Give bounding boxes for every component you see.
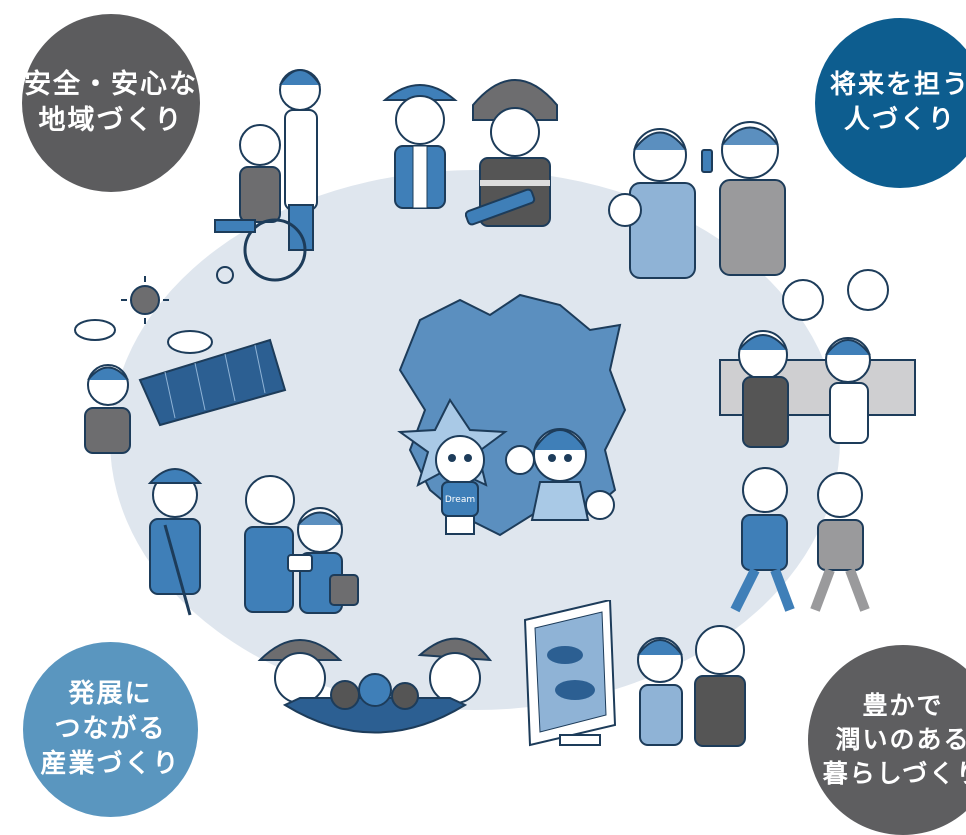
walking-seniors-illustration <box>720 455 890 615</box>
badge-line: 安全・安心な <box>24 68 198 100</box>
phone-icon <box>701 149 713 173</box>
firefighter-illustration <box>465 60 565 235</box>
badge-line: 豊かで <box>862 691 944 721</box>
badge-line: 潤いのある <box>835 725 966 755</box>
badge-line: 産業づくり <box>40 749 181 780</box>
family-illustration <box>600 95 820 285</box>
badge-line: 暮らしづくり <box>822 758 966 788</box>
farmers-vegetables-illustration <box>255 620 495 750</box>
solar-energy-illustration <box>70 270 300 460</box>
badge-line: つながる <box>54 713 167 744</box>
badge-line: 発展に <box>68 678 153 709</box>
prefecture-map-with-mascots: Dream <box>390 290 630 550</box>
girl-mascot <box>505 428 615 521</box>
badge-line: 地域づくり <box>38 105 184 136</box>
badge-rich-living: 豊かで 潤いのある 暮らしづくり <box>808 645 966 835</box>
grandparent-child-illustration <box>625 620 755 750</box>
mascot-shirt-text: Dream <box>445 495 475 505</box>
badge-industry-development: 発展に つながる 産業づくり <box>23 642 198 817</box>
boy-mascot: Dream <box>397 398 508 535</box>
wheelchair-caregiver-illustration <box>205 55 335 290</box>
consultation-counter-illustration <box>718 265 918 455</box>
badge-line: 将来を担う <box>829 69 966 100</box>
badge-safe-community: 安全・安心な 地域づくり <box>22 14 200 192</box>
pompom-icon <box>505 445 535 475</box>
wheelchair-icon <box>243 218 307 282</box>
tourism-illustration <box>120 455 370 620</box>
cloud-icon <box>74 319 213 354</box>
sun-icon <box>121 276 169 324</box>
pompom-icon <box>585 490 615 520</box>
badge-future-people: 将来を担う 人づくり <box>815 18 966 188</box>
camera-icon <box>287 554 313 572</box>
painting-illustration <box>520 600 620 750</box>
police-officer-illustration <box>375 70 465 220</box>
solar-panel-icon <box>138 338 287 427</box>
badge-line: 人づくり <box>843 105 956 135</box>
